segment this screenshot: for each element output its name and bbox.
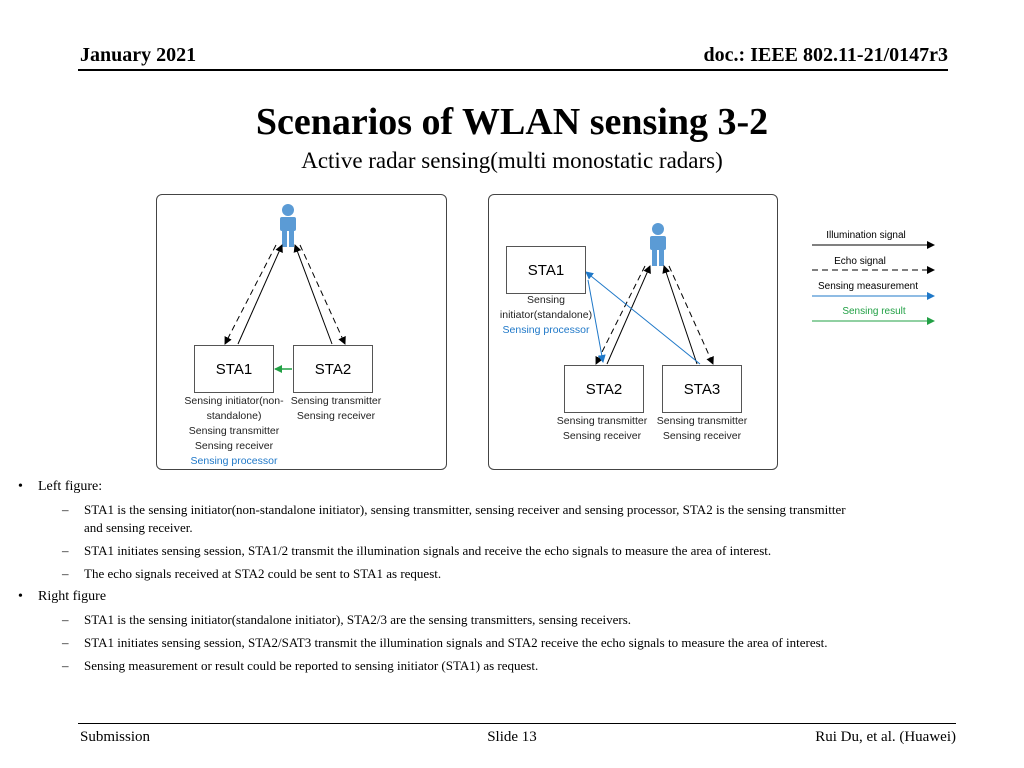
left-sta1-caption: Sensing initiator(non- standalone) Sensi… bbox=[168, 394, 300, 469]
illumination-arrow bbox=[606, 265, 651, 365]
processor-label: Sensing processor bbox=[502, 324, 590, 336]
role-label: Sensing transmitter bbox=[290, 395, 382, 407]
dash: – bbox=[62, 502, 69, 517]
footer-slide-number: Slide 13 bbox=[487, 729, 537, 745]
sensing-measurement-arrow bbox=[585, 271, 701, 365]
role-label: Sensing initiator(non- bbox=[184, 395, 284, 407]
right-sta2-caption: Sensing transmitter Sensing receiver bbox=[550, 414, 654, 444]
echo-arrow bbox=[668, 265, 714, 365]
dash: – bbox=[62, 658, 69, 673]
role-label: Sensing receiver bbox=[296, 410, 376, 422]
footer-author: Rui Du, et al. (Huawei) bbox=[815, 729, 956, 745]
dash: – bbox=[62, 635, 69, 650]
header-doc-id: doc.: IEEE 802.11-21/0147r3 bbox=[703, 44, 948, 66]
slide-title: Scenarios of WLAN sensing 3-2 bbox=[255, 101, 769, 143]
left-sta2-box: STA2 bbox=[293, 345, 373, 393]
echo-arrow bbox=[224, 244, 277, 345]
header-date: January 2021 bbox=[80, 44, 197, 66]
sub-bullet: The echo signals received at STA2 could … bbox=[84, 566, 442, 581]
legend-echo-label: Echo signal bbox=[834, 256, 886, 267]
role-label: Sensing transmitter bbox=[656, 415, 748, 427]
bullet-left-figure: Left figure: bbox=[38, 479, 103, 494]
sub-bullet: STA1 initiates sensing session, STA2/SAT… bbox=[84, 635, 828, 650]
processor-label: Sensing processor bbox=[190, 455, 278, 467]
sub-bullet: STA1 initiates sensing session, STA1/2 t… bbox=[84, 543, 772, 558]
role-label: Sensing receiver bbox=[662, 430, 742, 442]
right-sta1-caption: Sensing initiator(standalone) Sensing pr… bbox=[486, 293, 606, 338]
role-label: Sensing receiver bbox=[562, 430, 642, 442]
bullet-right-figure: Right figure bbox=[38, 589, 107, 604]
left-sta2-caption: Sensing transmitter Sensing receiver bbox=[284, 394, 388, 424]
sub-bullet: STA1 is the sensing initiator(standalone… bbox=[84, 612, 632, 627]
sub-bullet: STA1 is the sensing initiator(non-standa… bbox=[84, 502, 846, 517]
footer-submission: Submission bbox=[80, 729, 151, 745]
sub-bullet-cont: and sensing receiver. bbox=[84, 520, 193, 535]
role-label: Sensing receiver bbox=[194, 440, 274, 452]
role-label: standalone) bbox=[206, 410, 262, 422]
bullet-dot: • bbox=[18, 479, 23, 494]
left-figure-panel bbox=[156, 194, 447, 470]
legend-illumination-label: Illumination signal bbox=[826, 230, 906, 241]
dash: – bbox=[62, 566, 69, 581]
sub-bullet: Sensing measurement or result could be r… bbox=[84, 658, 539, 673]
role-label: Sensing bbox=[527, 294, 565, 306]
right-sta3-caption: Sensing transmitter Sensing receiver bbox=[650, 414, 754, 444]
person-icon bbox=[280, 204, 296, 247]
sensing-measurement-arrow bbox=[587, 279, 606, 363]
right-sta1-box: STA1 bbox=[506, 246, 586, 294]
bullet-dot: • bbox=[18, 589, 23, 604]
role-label: initiator(standalone) bbox=[499, 309, 593, 321]
legend-measurement-label: Sensing measurement bbox=[817, 281, 919, 292]
legend-result-label: Sensing result bbox=[842, 306, 906, 317]
illumination-arrow bbox=[662, 265, 698, 365]
illumination-arrow bbox=[293, 244, 333, 345]
footer-divider bbox=[78, 723, 956, 724]
echo-arrow bbox=[299, 244, 346, 345]
person-icon bbox=[650, 223, 666, 266]
dash: – bbox=[62, 543, 69, 558]
dash: – bbox=[62, 612, 69, 627]
slide-subtitle: Active radar sensing(multi monostatic ra… bbox=[301, 148, 723, 173]
right-sta2-box: STA2 bbox=[564, 365, 644, 413]
role-label: Sensing transmitter bbox=[188, 425, 280, 437]
illumination-arrow bbox=[237, 244, 283, 345]
echo-arrow bbox=[595, 265, 646, 365]
right-figure-panel bbox=[488, 194, 778, 470]
left-sta1-box: STA1 bbox=[194, 345, 274, 393]
right-sta3-box: STA3 bbox=[662, 365, 742, 413]
role-label: Sensing transmitter bbox=[556, 415, 648, 427]
header-divider bbox=[78, 69, 948, 71]
